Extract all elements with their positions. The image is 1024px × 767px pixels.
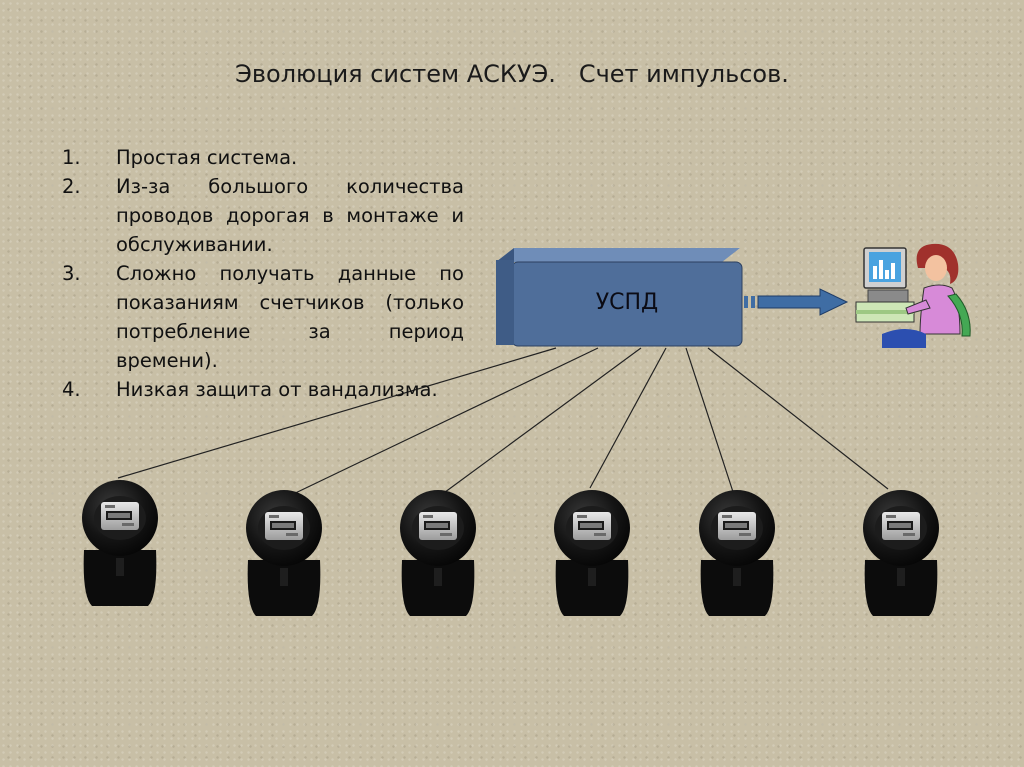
wire: [590, 348, 666, 488]
point-text: Низкая защита от вандализма.: [116, 375, 464, 404]
point-text: Сложно получать данные по показаниям сче…: [116, 259, 464, 375]
point-number: 2.: [62, 172, 116, 259]
wire: [708, 348, 888, 489]
meters: [82, 480, 939, 616]
point-item: 3. Сложно получать данные по показаниям …: [62, 259, 464, 375]
electricity-meter-icon: [82, 480, 158, 606]
operator-at-computer-icon: [856, 244, 970, 348]
point-number: 4.: [62, 375, 116, 404]
point-item: 4. Низкая защита от вандализма.: [62, 375, 464, 404]
points-list: 1. Простая система. 2. Из-за большого ко…: [62, 143, 464, 404]
point-number: 1.: [62, 143, 116, 172]
wire: [686, 348, 735, 498]
electricity-meter-icon: [699, 490, 775, 616]
wire: [437, 348, 641, 498]
point-text: Простая система.: [116, 143, 464, 172]
electricity-meter-icon: [554, 490, 630, 616]
electricity-meter-icon: [400, 490, 476, 616]
point-number: 3.: [62, 259, 116, 375]
point-item: 2. Из-за большого количества проводов до…: [62, 172, 464, 259]
point-text: Из-за большого количества проводов дорог…: [116, 172, 464, 259]
electricity-meter-icon: [246, 490, 322, 616]
point-item: 1. Простая система.: [62, 143, 464, 172]
uspd-label: УСПД: [512, 290, 742, 315]
electricity-meter-icon: [863, 490, 939, 616]
arrow-to-operator: [744, 289, 847, 315]
